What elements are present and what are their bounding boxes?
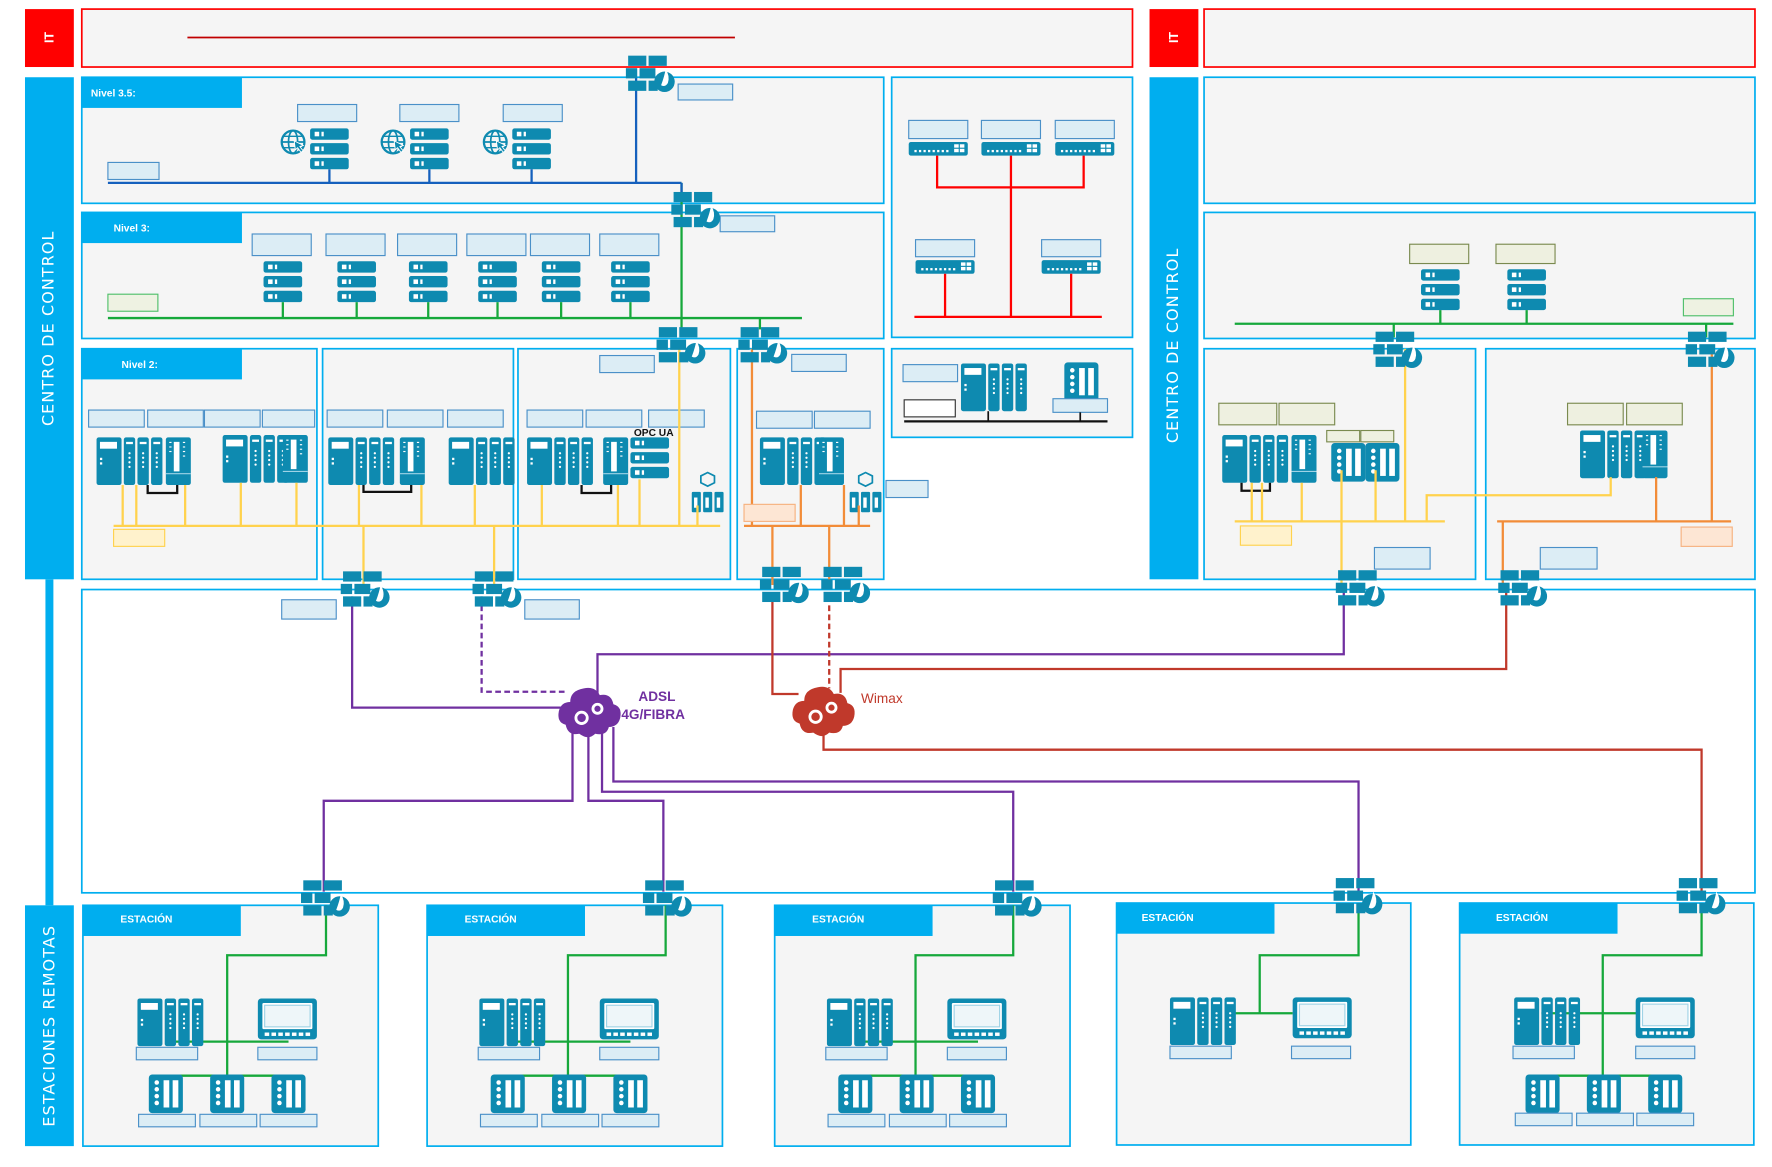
wimax-links — [771, 590, 1703, 892]
label-box — [1682, 298, 1734, 317]
station-title: ESTACIÓN — [1142, 911, 1194, 924]
label-box — [281, 599, 337, 620]
web-server-1 — [280, 103, 358, 183]
level3-servers — [251, 233, 660, 319]
plc-rack — [1580, 430, 1646, 479]
station-5: ESTACIÓN — [1458, 878, 1755, 1146]
io-module — [1365, 443, 1400, 482]
comm-module — [1641, 429, 1669, 479]
wimax-label: Wimax — [861, 691, 903, 706]
station-1: ESTACIÓN — [82, 880, 380, 1147]
label-box — [1373, 546, 1431, 570]
level3-header — [81, 212, 242, 244]
station-title: ESTACIÓN — [812, 912, 864, 925]
station-2: ESTACIÓN — [426, 880, 724, 1147]
connector-bar — [45, 579, 54, 906]
level2-label-boxes — [88, 353, 929, 499]
it-switch-links — [914, 155, 1102, 319]
label-box — [1495, 243, 1556, 265]
plc-rack — [1222, 435, 1289, 483]
label-box — [107, 293, 159, 312]
adsl-links — [322, 590, 1360, 892]
remote-sidebar — [24, 905, 74, 1147]
redundancy-links — [146, 485, 613, 495]
it-sidebar-left — [24, 9, 74, 68]
label-box — [902, 364, 959, 383]
server-icon — [1507, 269, 1546, 311]
label-box — [524, 599, 580, 620]
plc-rack — [960, 363, 1027, 412]
adsl-label-line1: ADSL — [638, 689, 675, 704]
label-box — [1239, 525, 1293, 546]
level2-yellow-bus — [113, 348, 721, 585]
it-sidebar-right — [1149, 9, 1199, 68]
level35-title: Nivel 3.5: — [91, 89, 136, 100]
io-module — [1064, 362, 1099, 401]
label-box — [1409, 243, 1470, 265]
station-title: ESTACIÓN — [465, 912, 517, 925]
level35-header — [81, 77, 242, 108]
control-sidebar-left — [24, 77, 74, 580]
right-upper-panel — [1203, 76, 1756, 205]
label-box — [743, 503, 796, 522]
right-level2-label-boxes — [1218, 402, 1683, 443]
label-box — [113, 528, 166, 547]
label-box — [719, 215, 776, 233]
station-title: ESTACIÓN — [1496, 911, 1548, 924]
it-label-right: IT — [1167, 32, 1181, 43]
web-server-3 — [482, 103, 563, 183]
level2-title: Nivel 2: — [122, 360, 158, 371]
station-3: ESTACIÓN — [773, 880, 1071, 1147]
label-box — [1680, 526, 1733, 547]
control-label-left: CENTRO DE CONTROL — [38, 230, 57, 426]
it-panel-right — [1203, 8, 1756, 68]
it-label-left: IT — [42, 32, 56, 43]
level2-header — [81, 348, 242, 380]
right-yellow-bus — [1234, 348, 1612, 585]
level3-title: Nivel 3: — [114, 224, 150, 235]
control-sidebar-right — [1149, 77, 1199, 580]
opc-ua-label: OPC UA — [634, 428, 674, 439]
comm-module — [1290, 434, 1318, 484]
control-label-right: CENTRO DE CONTROL — [1163, 248, 1182, 444]
station-4: ESTACIÓN — [1115, 878, 1412, 1146]
right-level3-panel — [1203, 211, 1756, 340]
web-server-2 — [380, 103, 460, 183]
label-box — [903, 399, 956, 418]
io-module — [1331, 443, 1366, 482]
it-switches — [908, 119, 1115, 274]
adsl-label-line2: 4G/FIBRA — [621, 707, 685, 722]
wan-panel — [80, 588, 1756, 894]
label-box — [1539, 546, 1598, 570]
label-box — [1052, 398, 1109, 413]
label-box — [107, 161, 160, 181]
server-icon — [1421, 269, 1460, 311]
remote-label: ESTACIONES REMOTAS — [40, 925, 59, 1127]
station-title: ESTACIÓN — [120, 912, 172, 925]
label-box — [677, 83, 734, 101]
